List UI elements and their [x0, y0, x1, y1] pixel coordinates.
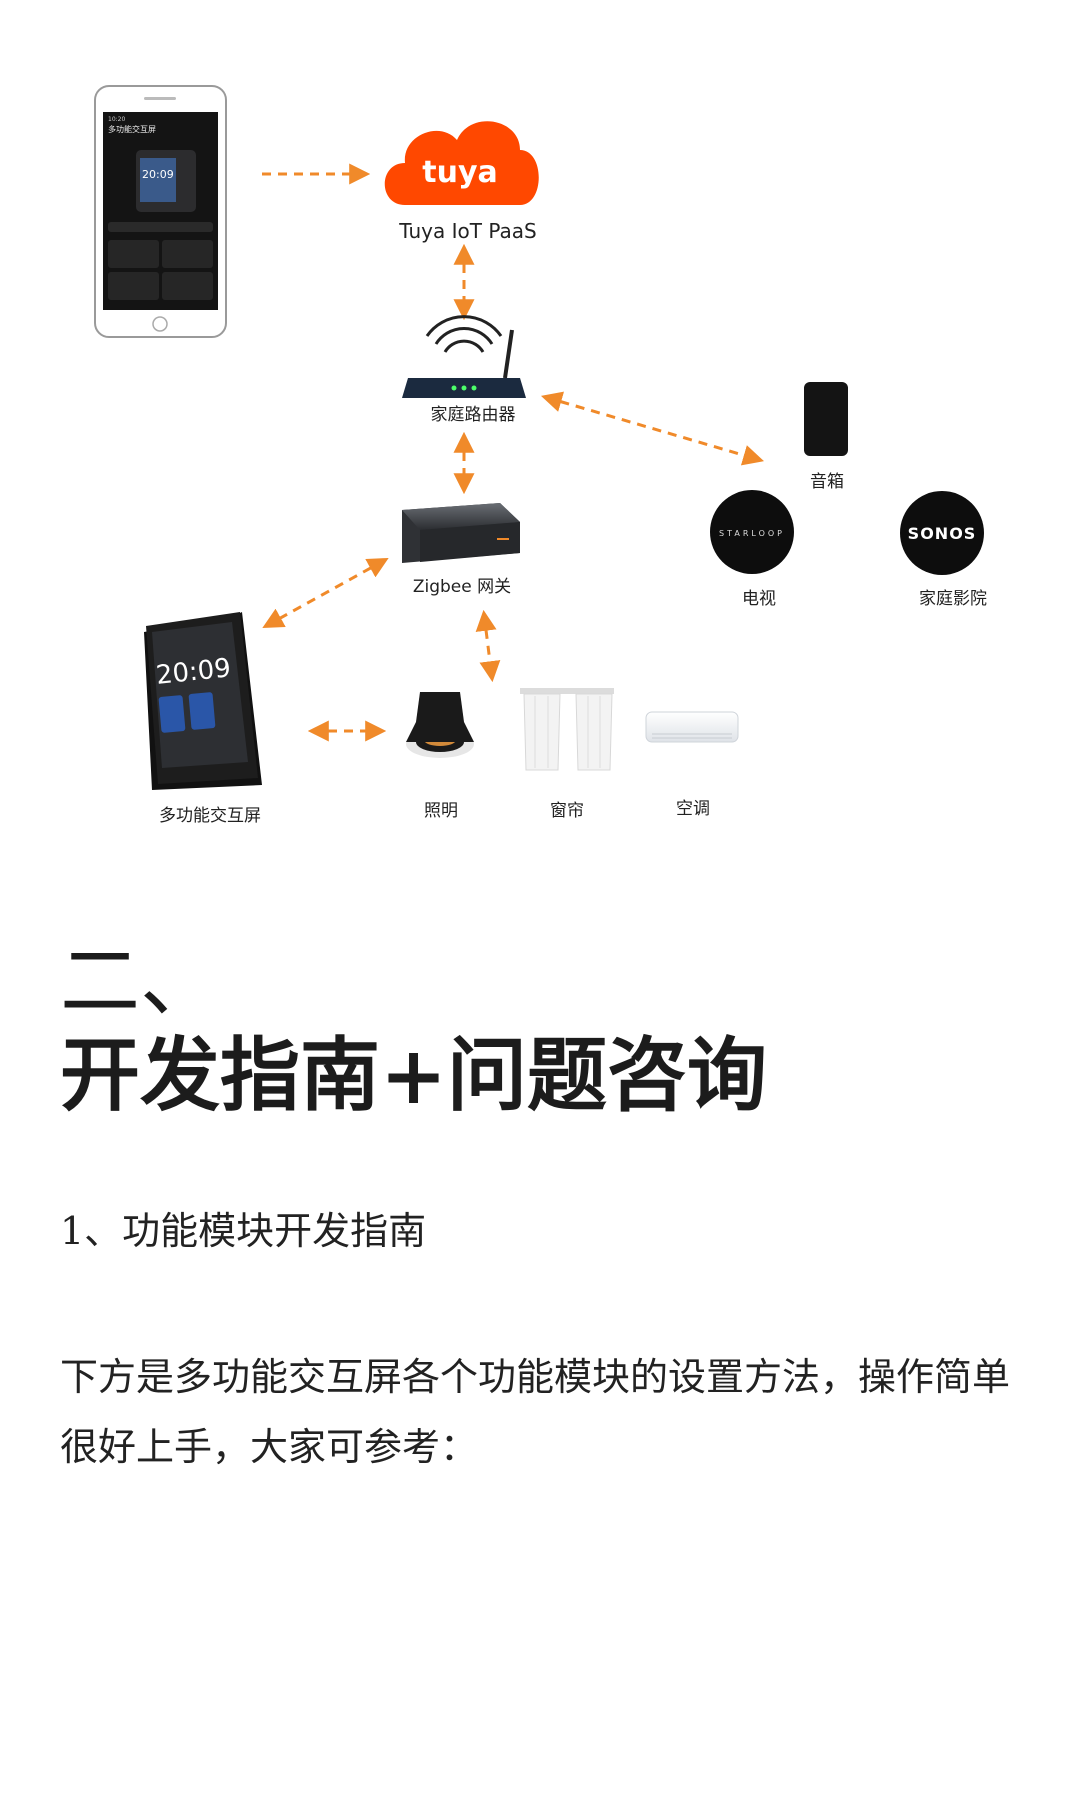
sonos-logo: [900, 491, 984, 575]
starloop-logo-text: STARLOOP: [719, 529, 785, 538]
light-label: 照明: [424, 801, 458, 821]
phone-device: [94, 85, 227, 338]
downlight-device: [406, 692, 474, 758]
arrow-gateway-devices: [475, 609, 501, 683]
tuya-cloud-logo: [384, 121, 539, 205]
home-theater-label: 家庭影院: [919, 589, 987, 609]
curtain-device: [520, 688, 614, 771]
router-device: [402, 315, 526, 398]
sonos-logo-text: SONOS: [908, 524, 977, 543]
connection-arrows: [262, 163, 765, 742]
starloop-tv-logo: [710, 490, 794, 574]
cloud-label: Tuya IoT PaaS: [399, 219, 537, 243]
phone-status-time: 10:20: [108, 116, 125, 123]
section-title: 开发指南+问题咨询: [60, 1028, 768, 1122]
panel-label: 多功能交互屏: [159, 806, 261, 826]
curtain-label: 窗帘: [550, 801, 584, 821]
speaker-label: 音箱: [810, 472, 844, 492]
tv-label: 电视: [742, 589, 776, 609]
subheading: 1、功能模块开发指南: [60, 1209, 427, 1253]
speaker-device: [804, 382, 848, 456]
multifunction-panel-device: [144, 612, 262, 790]
ac-label: 空调: [676, 799, 710, 819]
section-number: 二、: [60, 935, 220, 1028]
body-paragraph: 下方是多功能交互屏各个功能模块的设置方法，操作简单很好上手，大家可参考：: [60, 1355, 1011, 1469]
air-conditioner-device: [645, 711, 739, 743]
arrow-router-speaker: [540, 391, 765, 466]
tuya-logo-text: tuya: [422, 155, 498, 190]
arrow-gateway-panel: [262, 557, 389, 629]
phone-screen-title: 多功能交互屏: [108, 124, 156, 134]
architecture-diagram: 10:20 多功能交互屏 20:09 tuya STARLOOP SONOS: [94, 85, 984, 790]
router-label: 家庭路由器: [430, 405, 516, 425]
zigbee-gateway-device: [402, 503, 520, 563]
phone-screen-clock: 20:09: [142, 168, 174, 181]
gateway-label: Zigbee 网关: [412, 577, 512, 597]
